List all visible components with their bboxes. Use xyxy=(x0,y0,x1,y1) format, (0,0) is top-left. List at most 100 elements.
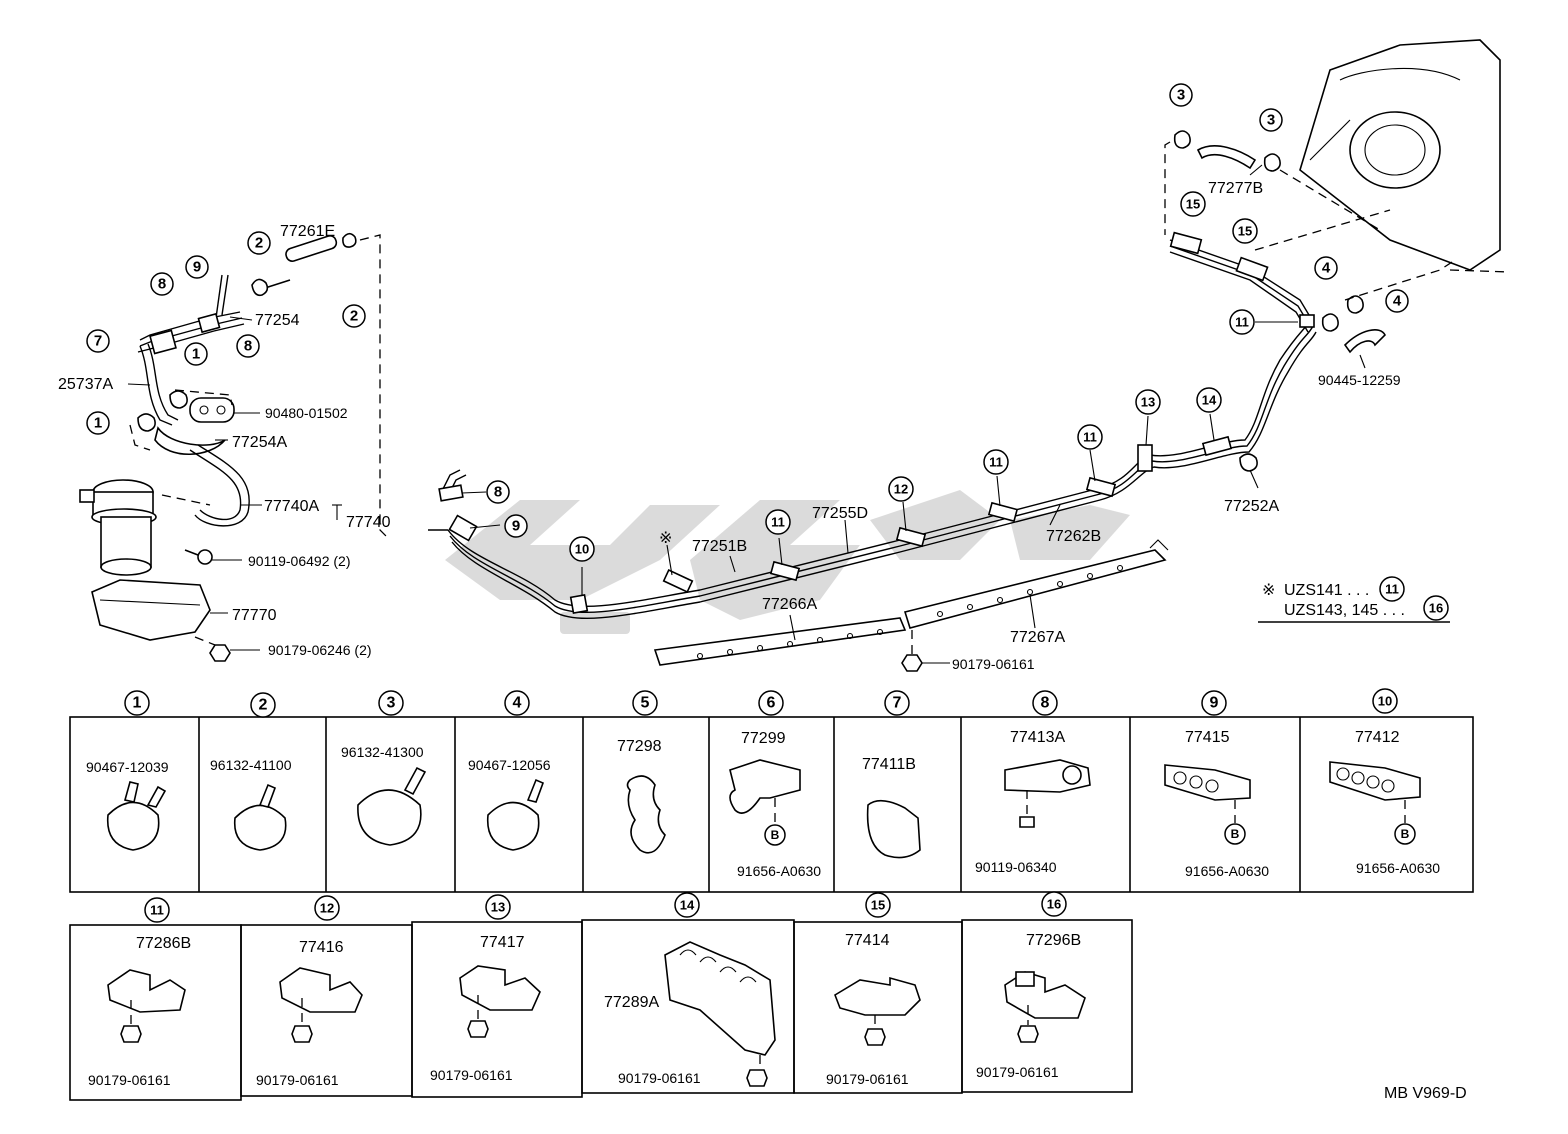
label-77262B: 77262B xyxy=(1046,528,1101,545)
svg-text:77415: 77415 xyxy=(1185,729,1230,746)
callout-9b: 9 xyxy=(504,514,528,538)
svg-text:77413A: 77413A xyxy=(1010,729,1065,746)
model-note: ※ UZS141 . . . 11 UZS143, 145 . . . 16 xyxy=(1258,576,1450,623)
svg-text:11: 11 xyxy=(1235,315,1249,330)
svg-text:14: 14 xyxy=(680,898,695,913)
callout-11b: 11 xyxy=(983,449,1009,475)
label-77277B: 77277B xyxy=(1208,180,1263,197)
label-77254: 77254 xyxy=(255,312,300,329)
diagram-callouts: 2 2 9 8 8 7 1 1 8 9 10 ※ 11 12 11 11 13 … xyxy=(86,83,1409,562)
callout-3a: 3 xyxy=(1169,83,1193,107)
svg-text:9: 9 xyxy=(512,518,520,535)
svg-text:11: 11 xyxy=(150,903,164,918)
svg-text:96132-41100: 96132-41100 xyxy=(210,757,292,773)
svg-text:3: 3 xyxy=(1267,112,1275,129)
svg-text:90119-06340: 90119-06340 xyxy=(975,859,1057,875)
callout-8b: 8 xyxy=(236,334,260,358)
svg-text:11: 11 xyxy=(989,455,1003,470)
label-77261E: 77261E xyxy=(280,223,335,240)
parts-table-row-2: 11 77286B 90179-06161 12 77416 90179-061… xyxy=(69,891,1133,1101)
row1-cell-7: 7 77411B xyxy=(862,690,921,859)
callout-2a: 2 xyxy=(247,231,271,255)
callout-10: 10 xyxy=(569,536,595,562)
svg-text:77417: 77417 xyxy=(480,934,525,951)
main-fuel-line xyxy=(428,231,1317,672)
label-77267A: 77267A xyxy=(1010,629,1065,646)
callout-8c: 8 xyxy=(486,480,510,504)
svg-text:15: 15 xyxy=(1186,197,1200,212)
svg-text:9: 9 xyxy=(1210,695,1219,712)
svg-text:90179-06161: 90179-06161 xyxy=(430,1067,513,1083)
svg-text:7: 7 xyxy=(893,695,902,712)
svg-text:8: 8 xyxy=(494,484,502,501)
callout-2b: 2 xyxy=(342,304,366,328)
row2-cell-16: 16 77296B 90179-06161 xyxy=(976,891,1086,1080)
note-mark-diagram: ※ xyxy=(659,530,672,547)
svg-text:10: 10 xyxy=(1378,694,1392,709)
svg-text:16: 16 xyxy=(1047,897,1061,912)
svg-text:8: 8 xyxy=(1041,695,1050,712)
svg-text:12: 12 xyxy=(894,482,908,497)
label-90119-06492: 90119-06492 (2) xyxy=(248,553,350,569)
callout-13: 13 xyxy=(1135,389,1161,415)
callout-12: 12 xyxy=(888,476,914,502)
svg-text:90179-06161: 90179-06161 xyxy=(88,1072,171,1088)
note-ref2: 16 xyxy=(1429,601,1443,616)
row1-cell-9: 9 77415 B 91656-A0630 xyxy=(1164,690,1269,879)
parts-table-row-1: 1 90467-12039 2 96132-41100 3 96132-4130… xyxy=(69,688,1474,893)
svg-text:90467-12056: 90467-12056 xyxy=(468,757,551,773)
svg-text:77289A: 77289A xyxy=(604,994,659,1011)
svg-text:11: 11 xyxy=(771,515,785,530)
callout-3b: 3 xyxy=(1259,108,1283,132)
label-25737A: 25737A xyxy=(58,376,113,393)
svg-text:2: 2 xyxy=(259,697,268,714)
callout-11d: 11 xyxy=(1229,309,1255,335)
callout-1a: 1 xyxy=(184,342,208,366)
svg-text:77411B: 77411B xyxy=(862,756,916,773)
svg-text:91656-A0630: 91656-A0630 xyxy=(737,863,821,879)
svg-text:1: 1 xyxy=(133,695,142,712)
label-90179-06246: 90179-06246 (2) xyxy=(268,642,372,658)
svg-text:77412: 77412 xyxy=(1355,729,1400,746)
callout-1b: 1 xyxy=(86,411,110,435)
svg-text:90179-06161: 90179-06161 xyxy=(976,1064,1059,1080)
callout-15b: 15 xyxy=(1232,218,1258,244)
label-90445-12259: 90445-12259 xyxy=(1318,372,1401,388)
label-77770: 77770 xyxy=(232,607,277,624)
svg-text:2: 2 xyxy=(255,235,263,252)
label-77252A: 77252A xyxy=(1224,498,1279,515)
svg-text:9: 9 xyxy=(193,259,201,276)
rail-holes xyxy=(696,564,1124,660)
part-labels: 77261E 77254 25737A 90480-01502 77254A 7… xyxy=(58,180,1401,672)
label-90480-01502: 90480-01502 xyxy=(265,405,348,421)
row2-cell-11: 11 77286B 90179-06161 xyxy=(88,897,191,1088)
svg-text:77414: 77414 xyxy=(845,932,890,949)
row1-cell-5: 5 77298 xyxy=(617,690,666,854)
note-mark: ※ xyxy=(1262,582,1275,599)
svg-text:77416: 77416 xyxy=(299,939,344,956)
row1-cell-2: 2 96132-41100 xyxy=(210,692,292,851)
row2-cell-13: 13 77417 90179-06161 xyxy=(430,894,541,1083)
callout-14: 14 xyxy=(1196,387,1222,413)
svg-text:1: 1 xyxy=(94,415,102,432)
label-77254A: 77254A xyxy=(232,434,287,451)
row2-cell-12: 12 77416 90179-06161 xyxy=(256,895,363,1088)
svg-text:91656-A0630: 91656-A0630 xyxy=(1356,860,1440,876)
note-line1: UZS141 . . . xyxy=(1284,582,1369,599)
svg-text:13: 13 xyxy=(491,900,505,915)
fuel-tank-area xyxy=(1164,39,1511,369)
callout-9a: 9 xyxy=(185,255,209,279)
svg-text:13: 13 xyxy=(1141,395,1155,410)
label-77266A: 77266A xyxy=(762,596,817,613)
callout-11a: 11 xyxy=(765,509,791,535)
svg-text:6: 6 xyxy=(767,695,776,712)
svg-text:10: 10 xyxy=(575,542,589,557)
row1-cell-10: 10 77412 B 91656-A0630 xyxy=(1329,688,1440,876)
callout-4a: 4 xyxy=(1314,256,1338,280)
svg-text:B: B xyxy=(1231,827,1240,841)
svg-text:4: 4 xyxy=(1393,293,1402,310)
svg-text:3: 3 xyxy=(387,695,396,712)
svg-text:96132-41300: 96132-41300 xyxy=(341,744,424,760)
row1-cell-6: 6 77299 B 91656-A0630 xyxy=(729,690,821,879)
